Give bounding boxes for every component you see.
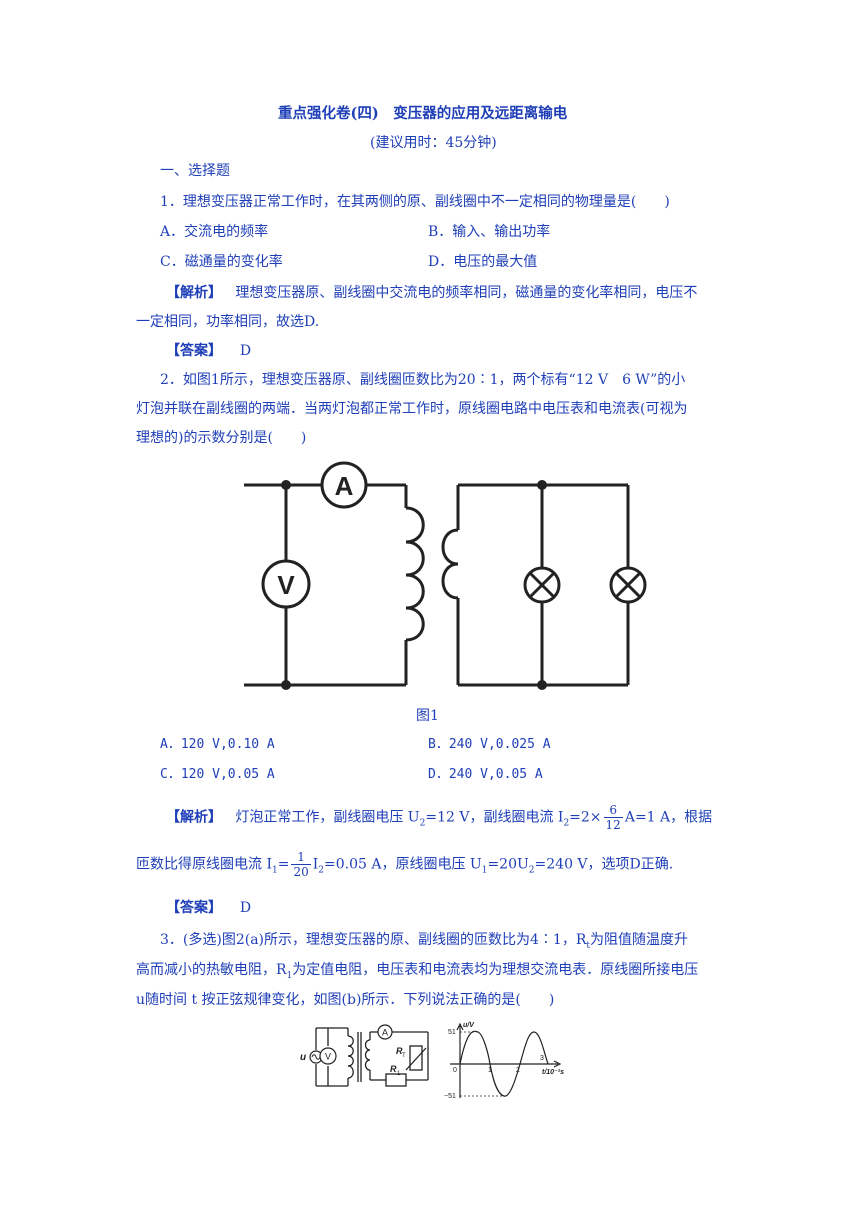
svg-text:−51: −51 — [444, 1093, 456, 1100]
page-subtitle: (建议用时：45分钟) — [370, 135, 497, 151]
figure-1-circuit: A V — [244, 461, 647, 690]
q1-option-b: B．输入、输出功率 — [428, 224, 551, 240]
q2-stem-line3: 理想的)的示数分别是( ) — [136, 430, 307, 446]
q2-option-d: D．240 V,0.05 A — [428, 767, 543, 782]
q2-stem-line1: 2．如图1所示，理想变压器原、副线圈匝数比为20∶1，两个标有“12 V 6 W… — [160, 372, 686, 388]
q2-option-a: A．120 V,0.10 A — [160, 737, 275, 752]
lamp-1-symbol — [523, 566, 561, 604]
q2-option-c: C．120 V,0.05 A — [160, 767, 275, 782]
q2-answer-value: D — [239, 900, 252, 916]
svg-text:V: V — [277, 570, 295, 600]
q1-answer-value: D — [239, 343, 252, 359]
section-heading: 一、选择题 — [160, 163, 230, 179]
q1-stem: 1．理想变压器正常工作时，在其两侧的原、副线圈中不一定相同的物理量是( ) — [160, 194, 670, 210]
q3-stem-line2: 高而减小的热敏电阻，R1为定值电阻，电压表和电流表均为理想交流电表．原线圈所接电… — [136, 962, 699, 981]
q3-stem-line1: 3．(多选)图2(a)所示，理想变压器的原、副线圈的匝数比为4∶1，Rt为阻值随… — [160, 932, 688, 951]
voltmeter-symbol: V — [261, 559, 311, 609]
voltmeter-small-symbol — [319, 1047, 337, 1065]
q2-option-b: B．240 V,0.025 A — [428, 737, 551, 752]
svg-text:T: T — [402, 1053, 406, 1059]
lamp-2-symbol — [609, 566, 647, 604]
svg-text:R: R — [390, 1064, 397, 1074]
q1-option-a: A．交流电的频率 — [160, 224, 269, 240]
ammeter-small-symbol — [377, 1024, 393, 1040]
q2-answer: 【答案】 D — [166, 900, 252, 916]
svg-text:R: R — [396, 1046, 403, 1056]
figure-2a-circuit: V A u R T R 1 — [300, 1024, 429, 1087]
svg-text:A: A — [335, 471, 354, 501]
q3-stem-line3: u随时间 t 按正弦规律变化，如图(b)所示．下列说法正确的是( ) — [136, 992, 555, 1008]
svg-text:u/V: u/V — [463, 1022, 475, 1029]
svg-text:t/10⁻²s: t/10⁻²s — [542, 1069, 564, 1076]
q1-option-d: D．电压的最大值 — [428, 254, 538, 270]
svg-text:0: 0 — [453, 1067, 457, 1074]
q2-stem-line2: 灯泡并联在副线圈的两端．当两灯泡都正常工作时，原线圈电路中电压表和电流表(可视为 — [136, 401, 688, 417]
svg-text:1: 1 — [488, 1067, 492, 1074]
figure-1-caption: 图1 — [416, 708, 439, 724]
svg-text:51: 51 — [448, 1029, 456, 1036]
q1-analysis-line1: 【解析】 理想变压器原、副线圈中交流电的频率相同，磁通量的变化率相同，电压不 — [166, 285, 698, 301]
figure-2b-graph: u/V t/10⁻²s 51 −51 0 1 2 3 — [444, 1022, 564, 1100]
svg-text:V: V — [325, 1052, 331, 1062]
q1-analysis-line2: 一定相同，功率相同，故选D. — [136, 314, 320, 330]
ammeter-symbol: A — [320, 461, 368, 509]
svg-text:3: 3 — [540, 1055, 544, 1062]
svg-text:A: A — [382, 1028, 388, 1038]
q1-answer: 【答案】 D — [166, 343, 252, 359]
svg-text:1: 1 — [397, 1071, 401, 1077]
q1-option-c: C．磁通量的变化率 — [160, 254, 283, 270]
q1-analysis-label: 【解析】 — [166, 285, 222, 301]
svg-text:2: 2 — [516, 1067, 520, 1074]
page-title: 重点强化卷(四) 变压器的应用及远距离输电 — [278, 105, 568, 122]
svg-text:u: u — [300, 1052, 306, 1063]
